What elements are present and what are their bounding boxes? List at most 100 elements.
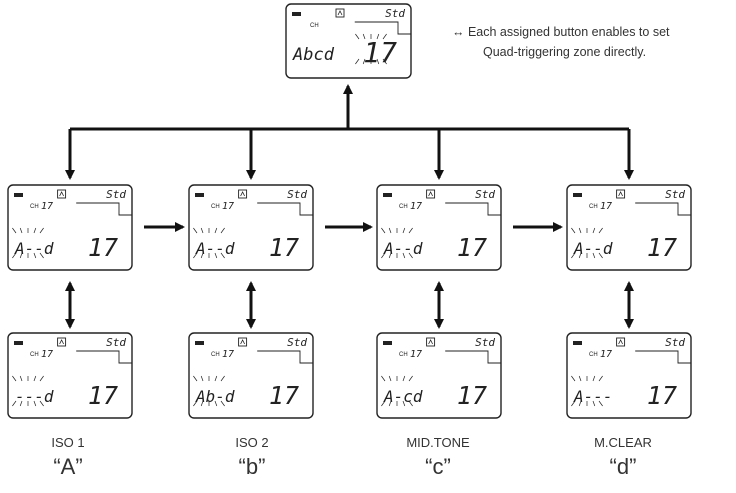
- ch-label: CH: [399, 204, 408, 210]
- battery-icon: [383, 193, 392, 197]
- lcd-frame: [376, 332, 502, 419]
- caption-iso1: ISO 1 “A”: [0, 432, 138, 480]
- lcd-mode: Std: [665, 188, 685, 201]
- ch-label: CH: [30, 352, 39, 358]
- lcd-frame: [7, 184, 133, 271]
- lcd-frame: [566, 184, 692, 271]
- blink-indicator: [571, 375, 603, 407]
- blink-indicator: [193, 227, 225, 259]
- lcd-value: 17: [88, 381, 118, 410]
- sync-icon: [238, 337, 248, 347]
- battery-icon: [195, 341, 204, 345]
- lcd-divider: [635, 202, 691, 216]
- lcd-value: 17: [269, 381, 299, 410]
- lcd-divider: [354, 21, 411, 35]
- ch-number: 17: [41, 349, 53, 360]
- lcd-mode: Std: [106, 188, 126, 201]
- lcd-mode-text: A--d: [573, 239, 613, 258]
- lcd-mode-text: A---: [573, 387, 613, 406]
- caption-name: M.CLEAR: [594, 435, 652, 450]
- lcd-value: 17: [88, 233, 118, 262]
- lcd-mode: Std: [106, 336, 126, 349]
- lcd-frame: [188, 184, 314, 271]
- lcd-divider: [76, 202, 132, 216]
- battery-icon: [383, 341, 392, 345]
- caption-letter: “d”: [609, 454, 637, 479]
- sync-icon-glyph: [428, 339, 433, 345]
- blink-indicator: [381, 375, 413, 407]
- battery-icon: [14, 341, 23, 345]
- connector-lines: [65, 84, 634, 329]
- blink-indicator: [12, 227, 44, 259]
- ch-label: CH: [399, 352, 408, 358]
- sync-icon-glyph: [618, 339, 623, 345]
- lcd-frame: [285, 3, 412, 79]
- lcd-mode-text: Ab-d: [195, 387, 235, 406]
- battery-icon: [292, 12, 301, 16]
- lcd-frame: [188, 332, 314, 419]
- sync-icon-glyph: [618, 191, 623, 197]
- caption-mclear: M.CLEAR “d”: [553, 432, 693, 480]
- lcd-divider: [635, 350, 691, 364]
- sync-icon-glyph: [59, 339, 64, 345]
- caption-midtone: MID.TONE “c”: [368, 432, 508, 480]
- blink-indicator: [193, 375, 225, 407]
- blink-indicator: [381, 227, 413, 259]
- sync-icon-glyph: [240, 339, 245, 345]
- lcd-mode-text: A-cd: [383, 387, 423, 406]
- battery-icon: [14, 193, 23, 197]
- blink-indicator: [571, 227, 603, 259]
- caption-name: MID.TONE: [406, 435, 470, 450]
- sync-icon: [616, 189, 626, 199]
- ch-number: 17: [410, 201, 422, 212]
- sync-icon: [426, 189, 436, 199]
- lcd-value: 17: [647, 381, 677, 410]
- lcd-frame: [7, 332, 133, 419]
- lcd-frame: [376, 184, 502, 271]
- ch-number: 17: [41, 201, 53, 212]
- lcd-divider: [76, 350, 132, 364]
- ch-label: CH: [211, 204, 220, 210]
- lcd-mode: Std: [287, 336, 307, 349]
- lcd-divider: [257, 202, 313, 216]
- quad-trigger-note: ↔ Each assigned button enables to set Qu…: [452, 22, 670, 62]
- lcd-mode: Std: [475, 188, 495, 201]
- battery-icon: [573, 193, 582, 197]
- ch-label: CH: [310, 23, 319, 29]
- ch-label: CH: [211, 352, 220, 358]
- sync-icon: [57, 337, 67, 347]
- sync-icon: [616, 337, 626, 347]
- ch-number: 17: [410, 349, 422, 360]
- sync-icon: [335, 8, 345, 18]
- lcd-divider: [445, 202, 501, 216]
- sync-icon: [238, 189, 248, 199]
- caption-iso2: ISO 2 “b”: [182, 432, 322, 480]
- sync-icon-glyph: [428, 191, 433, 197]
- caption-letter: “A”: [53, 454, 83, 479]
- caption-letter: “b”: [238, 454, 266, 479]
- sync-icon-glyph: [337, 10, 343, 16]
- lcd-mode-text: A--d: [195, 239, 235, 258]
- ch-number: 17: [600, 201, 612, 212]
- lcd-value: 17: [457, 233, 487, 262]
- ch-number: 17: [222, 201, 234, 212]
- lcd-mode-text: A--d: [14, 239, 54, 258]
- blink-indicator: [12, 375, 44, 407]
- battery-icon: [573, 341, 582, 345]
- lcd-divider: [445, 350, 501, 364]
- ch-number: 17: [600, 349, 612, 360]
- lcd-mode-text: A--d: [383, 239, 423, 258]
- lcd-value: 17: [269, 233, 299, 262]
- sync-icon-glyph: [240, 191, 245, 197]
- battery-icon: [195, 193, 204, 197]
